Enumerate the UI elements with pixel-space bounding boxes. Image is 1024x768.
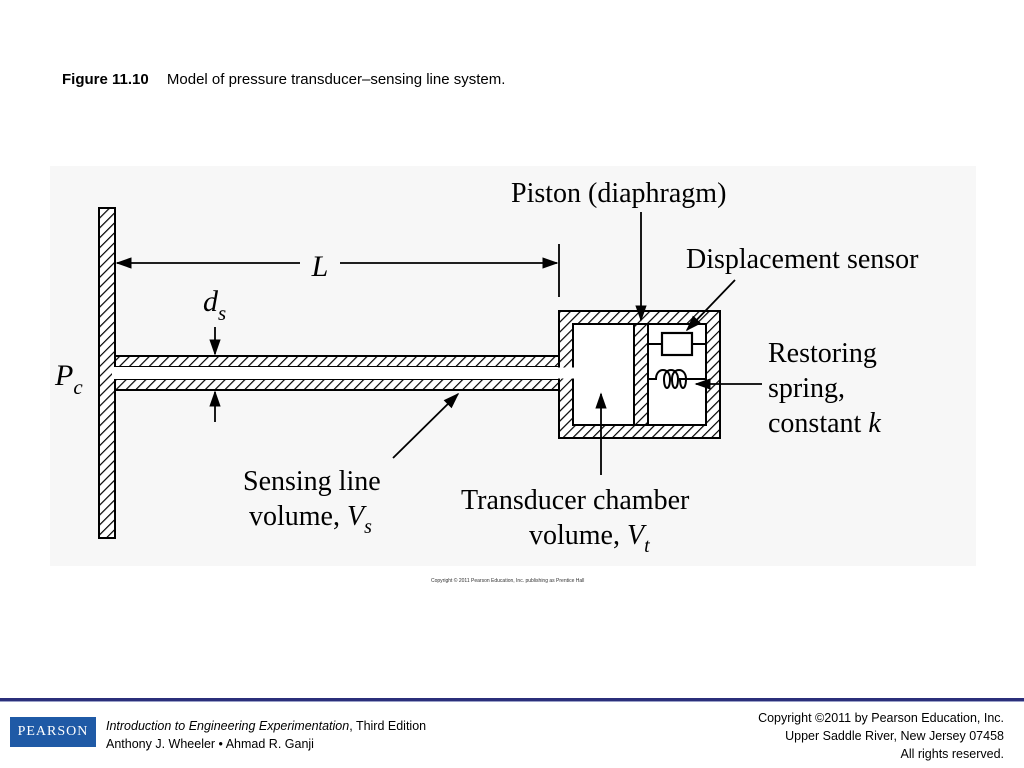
figure-caption: Figure 11.10 Model of pressure transduce… [62,71,505,88]
figure-title: Model of pressure transducer–sensing lin… [166,71,506,88]
book-edition: , Third Edition [349,719,427,733]
copyright-line-2: Upper Saddle River, New Jersey 07458 [785,729,1004,743]
label-diameter-ds: ds [203,285,226,325]
book-title-line: Introduction to Engineering Experimentat… [106,717,426,735]
piston-diaphragm [633,323,649,426]
label-restoring-spring: Restoring spring, constant k [768,338,884,439]
sensing-line-upper-wall [114,355,560,368]
footer-rule [0,698,1024,701]
copyright-line-3: All rights reserved. [900,747,1004,761]
label-chamber-volume: Transducer chamber volume, Vt [461,485,696,557]
displacement-sensor-icon [660,331,694,357]
pearson-logo-text: PEARSON [17,724,89,739]
label-displacement-sensor: Displacement sensor [686,244,919,275]
dimension-l-gap [300,250,340,276]
book-authors: Anthony J. Wheeler • Ahmad R. Ganji [106,737,314,751]
diagram-panel: L ds Pc Piston (diaphragm) Displacement … [50,166,976,566]
sensor-leader [685,279,736,332]
chamber-inlet [556,367,575,379]
pearson-logo: PEARSON [10,717,96,747]
label-piston: Piston (diaphragm) [511,178,726,209]
book-title: Introduction to Engineering Experimentat… [106,719,350,733]
label-length-l: L [311,250,329,283]
label-sensing-line-volume: Sensing line volume, Vs [243,466,388,538]
copyright-line-1: Copyright ©2011 by Pearson Education, In… [758,711,1004,725]
publisher-info: Copyright ©2011 by Pearson Education, In… [758,709,1004,763]
figure-number: Figure 11.10 [62,71,149,88]
footer-rule-thin [0,701,1024,702]
diagram-copyright: Copyright © 2011 Pearson Education, Inc.… [431,578,585,584]
label-pressure-pc: Pc [54,359,83,399]
restoring-spring-icon [648,369,706,389]
sensing-line-lower-wall [114,378,560,391]
pressure-transducer-diagram: L ds Pc Piston (diaphragm) Displacement … [54,178,919,557]
sensing-line-leader [392,392,460,459]
book-info: Introduction to Engineering Experimentat… [106,717,426,753]
sensing-line-bore [112,367,574,379]
